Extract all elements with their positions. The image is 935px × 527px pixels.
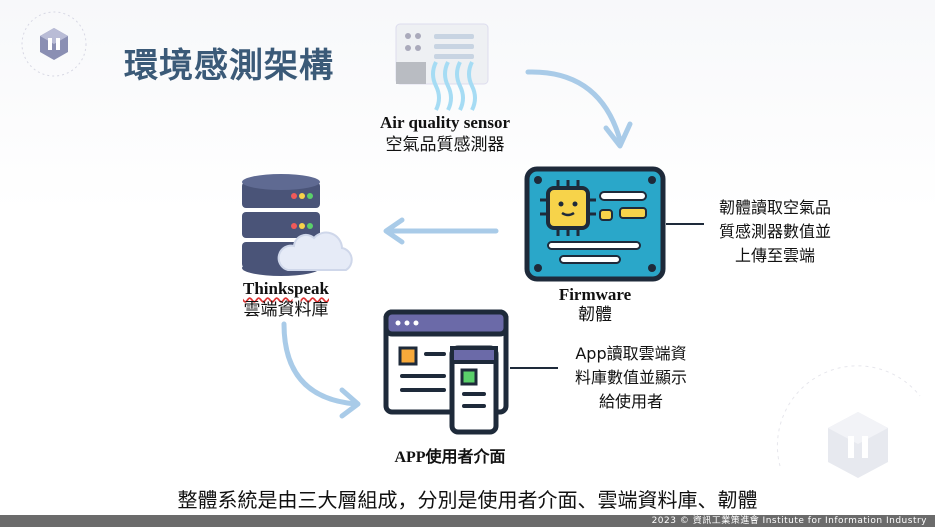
- app-callout-line: [510, 367, 558, 369]
- firmware-board-icon: [524, 166, 666, 282]
- summary-text: 整體系統是由三大層組成，分別是使用者介面、雲端資料庫、韌體: [177, 488, 758, 512]
- air-quality-sensor-icon: [395, 23, 489, 111]
- footer-bar: 2023 © 資訊工業策進會 Institute for Information…: [0, 515, 935, 527]
- cloud-name-en-text: Thinkspeak: [243, 279, 329, 298]
- hub-watermark-icon: [776, 365, 921, 478]
- flow-arrow-firmware-to-cloud: [383, 217, 499, 245]
- flow-arrow-cloud-to-app: [281, 321, 361, 419]
- footer-copyright: 2023 © 資訊工業策進會 Institute for Information…: [651, 516, 927, 526]
- app-desc-line: 料庫數值並顯示: [574, 368, 687, 387]
- sensor-name-en: Air quality sensor: [379, 113, 511, 132]
- app-description: App讀取雲端資 料庫數值並顯示 給使用者: [556, 342, 706, 414]
- page-title: 環境感測架構: [124, 46, 334, 86]
- app-desc-line: 給使用者: [598, 392, 663, 411]
- app-name-text: APP使用者介面: [394, 449, 506, 466]
- flow-arrow-sensor-to-firmware: [525, 69, 633, 149]
- cloud-database-icon: [242, 174, 353, 276]
- firmware-description: 韌體讀取空氣品 質感測器數值並 上傳至雲端: [700, 196, 850, 268]
- cloud-name-en: Thinkspeak: [216, 278, 356, 300]
- app-name: APP使用者介面: [360, 446, 540, 469]
- firmware-desc-line: 上傳至雲端: [734, 246, 815, 265]
- app-interface-icon: [383, 309, 509, 435]
- firmware-desc-line: 質感測器數值並: [718, 222, 831, 241]
- app-desc-line: App讀取雲端資: [575, 344, 687, 363]
- cloud-name-zh: 雲端資料庫: [243, 300, 329, 320]
- firmware-name-en: Firmware: [558, 285, 632, 304]
- firmware-desc-line: 韌體讀取空氣品: [718, 198, 831, 217]
- firmware-callout-line: [666, 223, 704, 225]
- firmware-name-zh: 韌體: [578, 305, 612, 325]
- sensor-name-zh: 空氣品質感測器: [385, 135, 505, 155]
- hub-logo-icon: [21, 11, 87, 77]
